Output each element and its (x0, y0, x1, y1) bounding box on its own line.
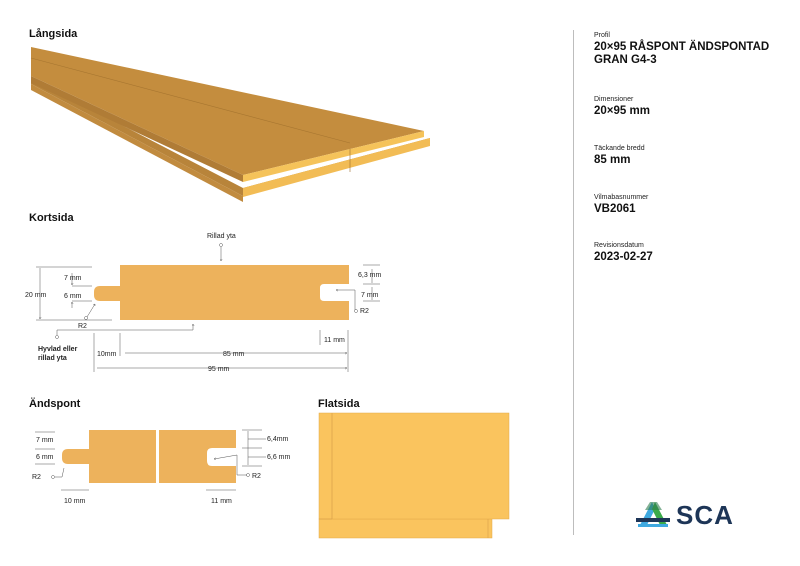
label-10mm: 10mm (97, 351, 117, 358)
profil-line2: GRAN G4-3 (594, 54, 657, 66)
label-hyvlad-1: Hyvlad eller (38, 346, 78, 353)
section-title-kortsida: Kortsida (29, 212, 74, 224)
sca-logo-icon (636, 502, 670, 527)
label-7mm-groove: 7 mm (361, 292, 379, 299)
andspont-label-7mm: 7 mm (36, 437, 54, 444)
profil-label: Profil (594, 32, 610, 39)
section-title-langsida: Långsida (29, 28, 78, 40)
dimensioner-value: 20×95 mm (594, 105, 650, 117)
info-vilmabasnummer: Vilmabasnummer VB2061 (594, 194, 648, 216)
andspont-label-r2-right: R2 (252, 473, 261, 480)
dimensioner-label: Dimensioner (594, 96, 634, 103)
andspont-label-6-6mm: 6,6 mm (267, 454, 291, 461)
revision-label: Revisionsdatum (594, 242, 644, 249)
andspont-label-6mm: 6 mm (36, 454, 54, 461)
kortsida-profile (36, 243, 380, 372)
info-dimensioner: Dimensioner 20×95 mm (594, 96, 650, 118)
info-profil: Profil 20×95 RÅSPONT ÄNDSPONTAD GRAN G4-… (594, 32, 769, 67)
label-20mm: 20 mm (25, 292, 47, 299)
section-title-andspont: Ändspont (29, 398, 81, 410)
andspont-profile (35, 429, 266, 491)
langsida-board-illustration (30, 47, 430, 202)
label-r2-right: R2 (360, 308, 369, 315)
andspont-label-11mm: 11 mm (211, 498, 232, 505)
label-6mm: 6 mm (64, 293, 82, 300)
tackande-label: Täckande bredd (594, 145, 645, 152)
info-revisionsdatum: Revisionsdatum 2023-02-27 (594, 242, 653, 264)
info-tackande-bredd: Täckande bredd 85 mm (594, 145, 645, 167)
label-95mm: 95 mm (208, 366, 230, 373)
label-hyvlad-2: rillad yta (38, 355, 67, 362)
vilma-value: VB2061 (594, 203, 636, 215)
label-r2-left: R2 (78, 323, 87, 330)
andspont-label-10mm: 10 mm (64, 498, 86, 505)
label-7mm: 7 mm (64, 275, 82, 282)
vertical-divider (573, 30, 574, 535)
section-title-flatsida: Flatsida (318, 398, 360, 410)
label-11mm: 11 mm (324, 337, 345, 344)
andspont-label-r2-left: R2 (32, 474, 41, 481)
label-6-3mm: 6,3 mm (358, 272, 382, 279)
label-85mm: 85 mm (223, 351, 245, 358)
andspont-label-6-4mm: 6,4mm (267, 436, 289, 443)
revision-value: 2023-02-27 (594, 251, 653, 263)
vilma-label: Vilmabasnummer (594, 194, 649, 201)
label-rillad-yta: Rillad yta (207, 233, 236, 240)
profil-line1: 20×95 RÅSPONT ÄNDSPONTAD (594, 41, 770, 53)
tackande-value: 85 mm (594, 154, 631, 166)
flatsida-illustration (318, 412, 510, 539)
sca-logo-text: SCA (676, 500, 734, 530)
